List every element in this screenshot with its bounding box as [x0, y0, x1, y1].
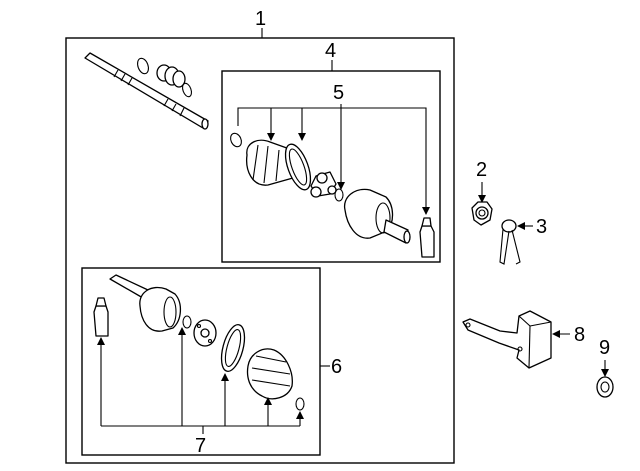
support-bracket — [462, 310, 552, 369]
outer-boot-kit — [137, 57, 193, 98]
outer-joint-parts — [93, 274, 305, 411]
callout-7-leaders — [97, 327, 304, 434]
seal-washer — [596, 376, 614, 398]
callout-3[interactable]: 3 — [536, 216, 547, 238]
axle-shaft — [84, 52, 209, 130]
inner-joint-box — [221, 70, 441, 263]
callout-1[interactable]: 1 — [255, 8, 266, 30]
callout-4[interactable]: 4 — [325, 40, 336, 62]
cotter-pin — [499, 219, 521, 265]
inner-joint-parts — [230, 132, 435, 258]
callout-6[interactable]: 6 — [331, 356, 342, 378]
callout-5-leaders — [237, 104, 430, 215]
axle-assembly-frame — [65, 37, 455, 464]
callout-5[interactable]: 5 — [333, 82, 344, 104]
callout-2[interactable]: 2 — [476, 159, 487, 181]
outer-joint-box — [81, 267, 321, 456]
callout-9[interactable]: 9 — [599, 337, 610, 359]
callout-8[interactable]: 8 — [574, 324, 585, 346]
callout-7[interactable]: 7 — [195, 435, 206, 457]
axle-nut — [471, 201, 493, 226]
